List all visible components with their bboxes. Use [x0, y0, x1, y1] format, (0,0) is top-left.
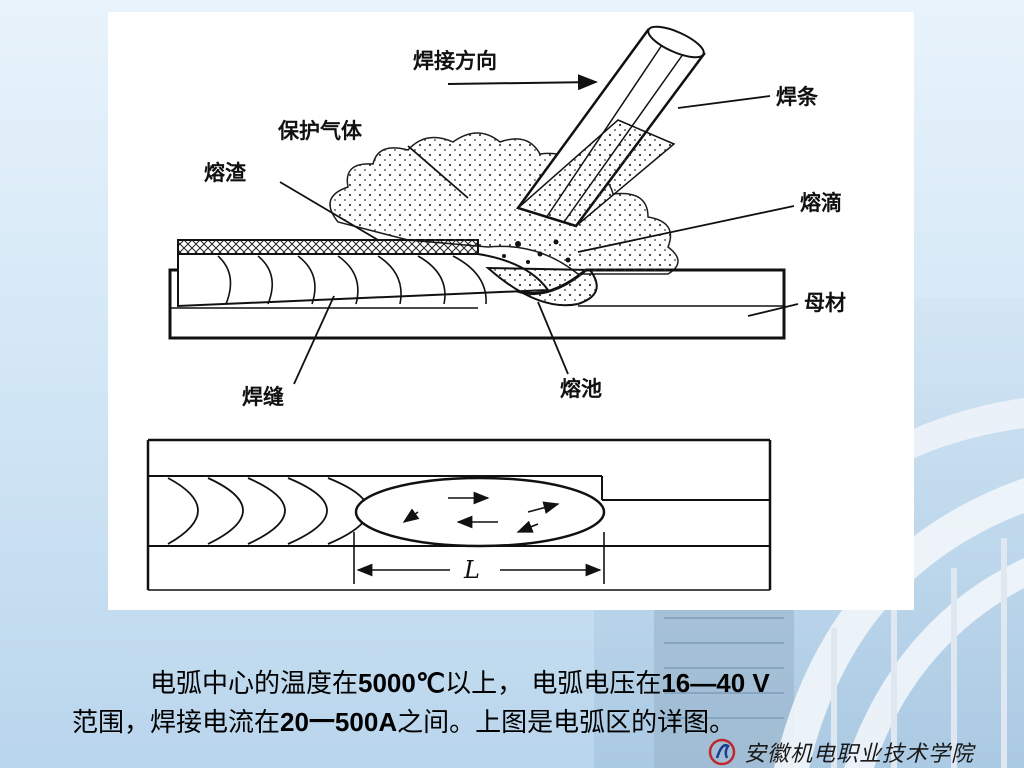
caption-line2-a: 范围，焊接电流在: [72, 708, 281, 738]
label-shield-gas: 保护气体: [277, 119, 363, 143]
caption-voltage: 16—40 V: [661, 668, 770, 698]
label-direction: 焊接方向: [413, 49, 497, 73]
caption-text: 电弧中心的温度在5000℃以上， 电弧电压在16—40 V 范围，焊接电流在20…: [72, 664, 952, 742]
label-droplet: 熔滴: [800, 191, 842, 215]
school-logo: 安徽机电职业技术学院: [708, 736, 974, 768]
caption-line1-c: 以上， 电弧电压在: [445, 669, 662, 699]
caption-line2-c: 之间。上图是电弧区的详图。: [397, 708, 736, 738]
label-length: L: [463, 556, 480, 584]
school-logo-icon: [708, 738, 736, 766]
electrode-rod: [515, 25, 706, 228]
plan-view: L: [146, 438, 772, 591]
school-name: 安徽机电职业技术学院: [744, 742, 975, 767]
label-base-metal: 母材: [804, 291, 846, 315]
welding-arc-diagram: 焊接方向 焊条 保护气体 熔渣 熔滴 母材 焊缝 熔池: [108, 12, 914, 610]
label-rod: 焊条: [776, 85, 819, 109]
caption-current: 20一500A: [280, 707, 398, 737]
caption-temperature: 5000℃: [358, 668, 446, 698]
label-pool: 熔池: [560, 377, 602, 401]
label-weld-seam: 焊缝: [242, 385, 284, 409]
caption-line1-a: 电弧中心的温度在: [150, 669, 359, 699]
section-view: 焊接方向 焊条 保护气体 熔渣 熔滴 母材 焊缝 熔池: [168, 25, 846, 409]
label-slag: 熔渣: [204, 161, 247, 185]
